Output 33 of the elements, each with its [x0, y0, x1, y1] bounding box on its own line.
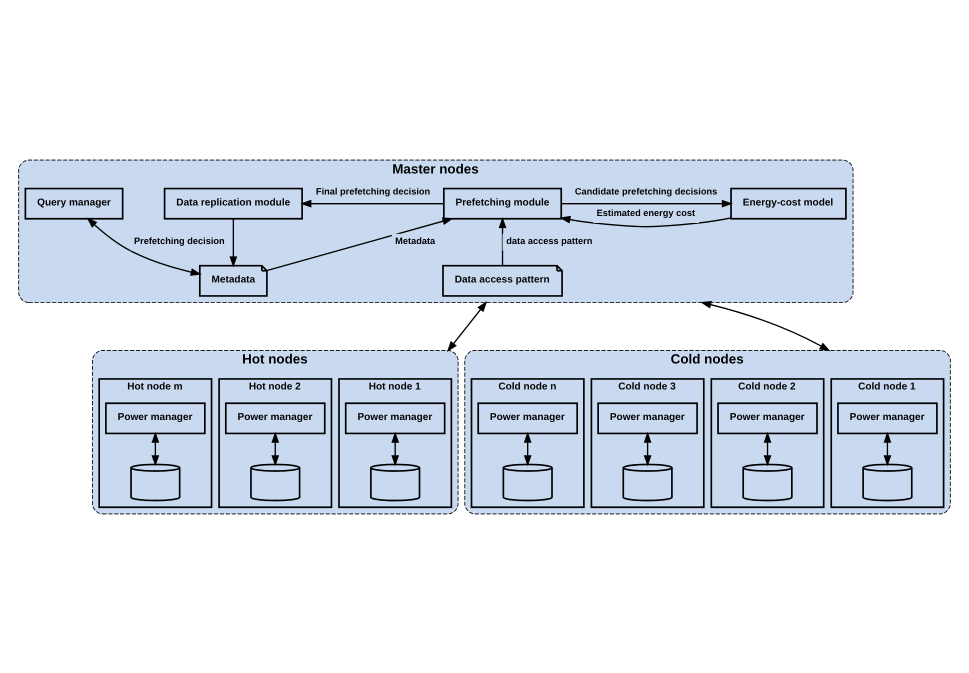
node-box: Data replication module	[164, 187, 303, 220]
node-box: Power manager	[477, 402, 578, 434]
arrow	[524, 431, 532, 466]
arrow	[229, 218, 238, 267]
arrow	[271, 431, 280, 466]
arrow	[300, 199, 444, 208]
node-box: Prefetching module	[443, 187, 562, 220]
node-box: Power manager	[105, 402, 206, 434]
edge-label: Estimated energy cost	[596, 208, 696, 218]
node-box: Query manager	[24, 187, 124, 220]
arrow	[391, 431, 400, 466]
arrow	[700, 300, 830, 351]
edge-label: data access pattern	[506, 235, 592, 246]
arrow	[86, 216, 202, 276]
arrow	[884, 431, 892, 466]
node-box: Power manager	[837, 402, 938, 434]
arrow	[561, 199, 733, 208]
edge-label: Candidate prefetching decisions	[574, 186, 718, 196]
node-box: Power manager	[344, 402, 446, 434]
edge-label: Final prefetching decision	[316, 186, 430, 196]
node-box: Power manager	[224, 402, 326, 434]
arrow	[644, 431, 652, 466]
arrow	[266, 217, 454, 271]
node-box: Power manager	[717, 402, 818, 434]
edge-label: Prefetching decision	[134, 235, 225, 246]
arrow	[498, 216, 506, 265]
arrow	[151, 431, 160, 466]
node-box: Power manager	[597, 402, 698, 434]
arrow	[764, 431, 772, 466]
arrow	[446, 300, 488, 352]
node-box: Energy-cost model	[730, 187, 847, 220]
arrow	[559, 215, 732, 227]
edge-label: Metadata	[395, 235, 436, 246]
